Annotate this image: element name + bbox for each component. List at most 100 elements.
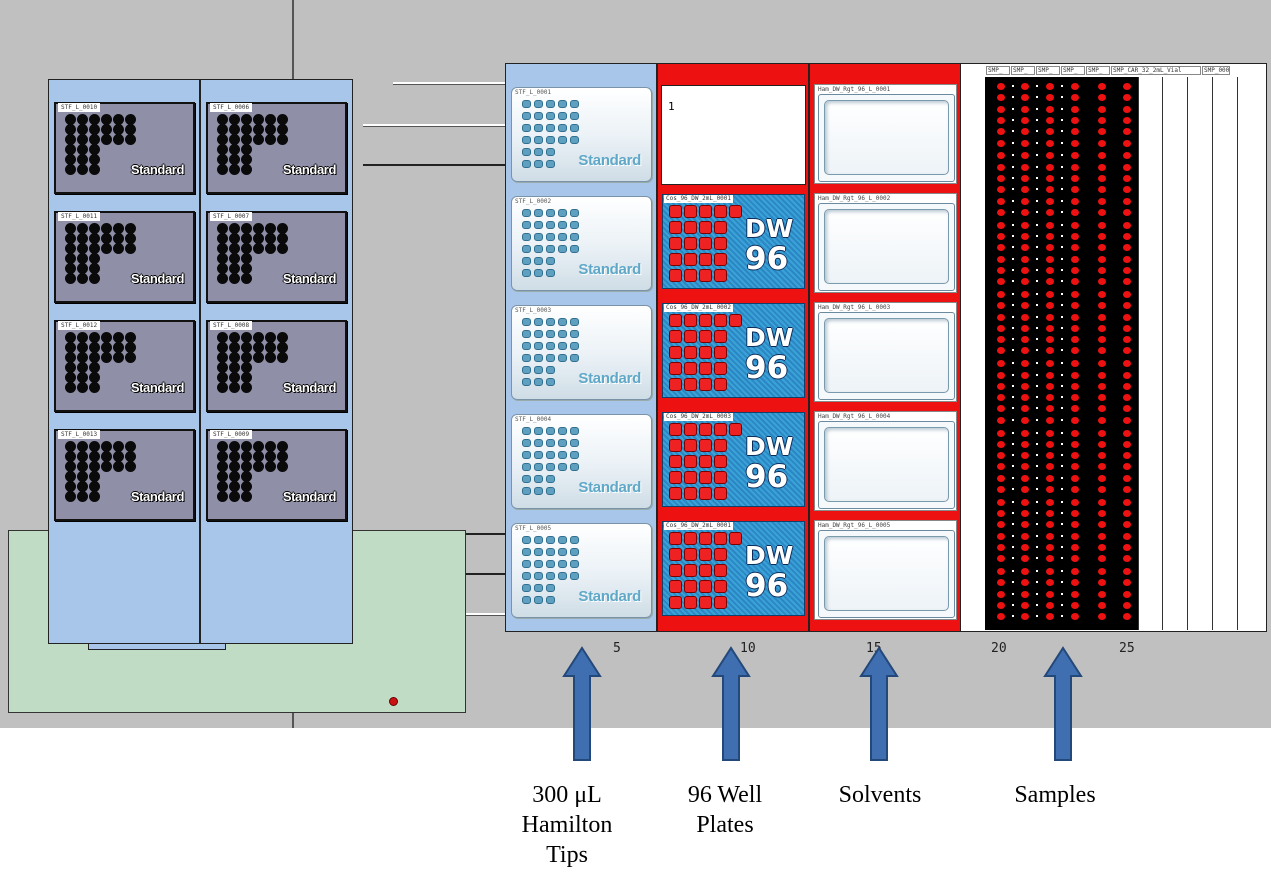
sample-vial[interactable]: [1123, 544, 1131, 551]
sample-vial[interactable]: [997, 302, 1005, 310]
sample-vial[interactable]: [1071, 440, 1079, 448]
sample-vial[interactable]: [1123, 463, 1131, 471]
sample-vial[interactable]: [1046, 208, 1054, 216]
sample-vial[interactable]: [1098, 186, 1106, 194]
sample-vial[interactable]: [1046, 116, 1054, 124]
sample-vial[interactable]: [1021, 394, 1029, 402]
sample-vial[interactable]: [1046, 579, 1054, 587]
sample-vial[interactable]: [1046, 278, 1054, 286]
sample-vial[interactable]: [1071, 152, 1079, 160]
sample-vial[interactable]: [997, 266, 1005, 274]
sample-vial[interactable]: [1098, 486, 1106, 493]
sample-vial[interactable]: [1071, 382, 1079, 390]
sample-vial[interactable]: [1046, 266, 1054, 274]
sample-vial[interactable]: [1123, 94, 1131, 102]
sample-vial[interactable]: [1123, 174, 1131, 182]
sample-vial[interactable]: [1021, 302, 1029, 310]
sample-vial[interactable]: [1098, 440, 1106, 448]
sample-vial[interactable]: [1123, 244, 1131, 252]
sample-vial[interactable]: [1098, 579, 1106, 587]
sample-vial[interactable]: [1021, 613, 1029, 621]
sample-vial[interactable]: [997, 244, 1005, 252]
sample-vial[interactable]: [1071, 486, 1079, 493]
sample-vial[interactable]: [1123, 416, 1131, 424]
sample-vial[interactable]: [1021, 532, 1029, 540]
sample-vial[interactable]: [1123, 602, 1131, 609]
sample-vial[interactable]: [1021, 186, 1029, 194]
sample-vial[interactable]: [1046, 255, 1054, 263]
sample-vial[interactable]: [1046, 197, 1054, 205]
sample-vial[interactable]: [1098, 128, 1106, 136]
sample-vial[interactable]: [1071, 498, 1079, 506]
sample-vial[interactable]: [1046, 371, 1054, 379]
sample-vial[interactable]: [1021, 278, 1029, 286]
sample-vial[interactable]: [1071, 416, 1079, 424]
sample-vial[interactable]: [1071, 521, 1079, 529]
sample-vial[interactable]: [1021, 510, 1029, 518]
sample-vial[interactable]: [1071, 278, 1079, 286]
sample-vial[interactable]: [1071, 544, 1079, 551]
sample-vial[interactable]: [1123, 613, 1131, 621]
sample-vial[interactable]: [997, 579, 1005, 587]
sample-vial[interactable]: [1123, 302, 1131, 310]
sample-vial[interactable]: [997, 116, 1005, 124]
sample-vial[interactable]: [997, 394, 1005, 402]
sample-vial[interactable]: [1123, 208, 1131, 216]
sample-vial[interactable]: [1046, 324, 1054, 332]
sample-vial[interactable]: [1071, 197, 1079, 205]
sample-vial[interactable]: [1123, 290, 1131, 298]
sample-vial[interactable]: [1021, 313, 1029, 321]
sample-vial[interactable]: [1123, 197, 1131, 205]
sample-vial[interactable]: [1046, 302, 1054, 310]
sample-vial[interactable]: [1071, 336, 1079, 344]
sample-vial[interactable]: [997, 139, 1005, 147]
sample-vial[interactable]: [997, 174, 1005, 182]
sample-vial[interactable]: [1021, 382, 1029, 390]
sample-vial[interactable]: [997, 452, 1005, 460]
sample-vial[interactable]: [1046, 290, 1054, 298]
sample-vial[interactable]: [1123, 336, 1131, 344]
sample-vial[interactable]: [1071, 290, 1079, 298]
sample-vial[interactable]: [997, 290, 1005, 298]
sample-vial[interactable]: [1021, 371, 1029, 379]
sample-vial[interactable]: [1046, 152, 1054, 160]
sample-vial[interactable]: [1098, 278, 1106, 286]
sample-vial[interactable]: [997, 255, 1005, 263]
sample-vial[interactable]: [1021, 232, 1029, 240]
sample-vial[interactable]: [1046, 521, 1054, 529]
sample-vial[interactable]: [997, 555, 1005, 563]
sample-vial[interactable]: [1098, 544, 1106, 551]
sample-vial[interactable]: [1021, 498, 1029, 506]
sample-vial[interactable]: [1071, 313, 1079, 321]
sample-vial[interactable]: [997, 544, 1005, 551]
sample-vial[interactable]: [1123, 429, 1131, 437]
sample-vial[interactable]: [1123, 521, 1131, 529]
sample-vial[interactable]: [1098, 313, 1106, 321]
sample-vial[interactable]: [1123, 555, 1131, 563]
sample-vial[interactable]: [1098, 555, 1106, 563]
sample-vial[interactable]: [1098, 94, 1106, 102]
sample-vial[interactable]: [1071, 302, 1079, 310]
sample-vial[interactable]: [1123, 116, 1131, 124]
sample-vial[interactable]: [1098, 290, 1106, 298]
sample-vial[interactable]: [1071, 324, 1079, 332]
sample-vial[interactable]: [1098, 532, 1106, 540]
sample-vial[interactable]: [1098, 371, 1106, 379]
sample-vial[interactable]: [1046, 336, 1054, 344]
sample-vial[interactable]: [1123, 313, 1131, 321]
sample-rack[interactable]: [985, 77, 1138, 630]
sample-vial[interactable]: [1021, 440, 1029, 448]
sample-vial[interactable]: [1098, 416, 1106, 424]
sample-vial[interactable]: [1046, 360, 1054, 368]
sample-vial[interactable]: [997, 128, 1005, 136]
sample-vial[interactable]: [1021, 290, 1029, 298]
sample-vial[interactable]: [1021, 416, 1029, 424]
sample-vial[interactable]: [1021, 568, 1029, 576]
sample-vial[interactable]: [1071, 221, 1079, 229]
sample-vial[interactable]: [1046, 313, 1054, 321]
